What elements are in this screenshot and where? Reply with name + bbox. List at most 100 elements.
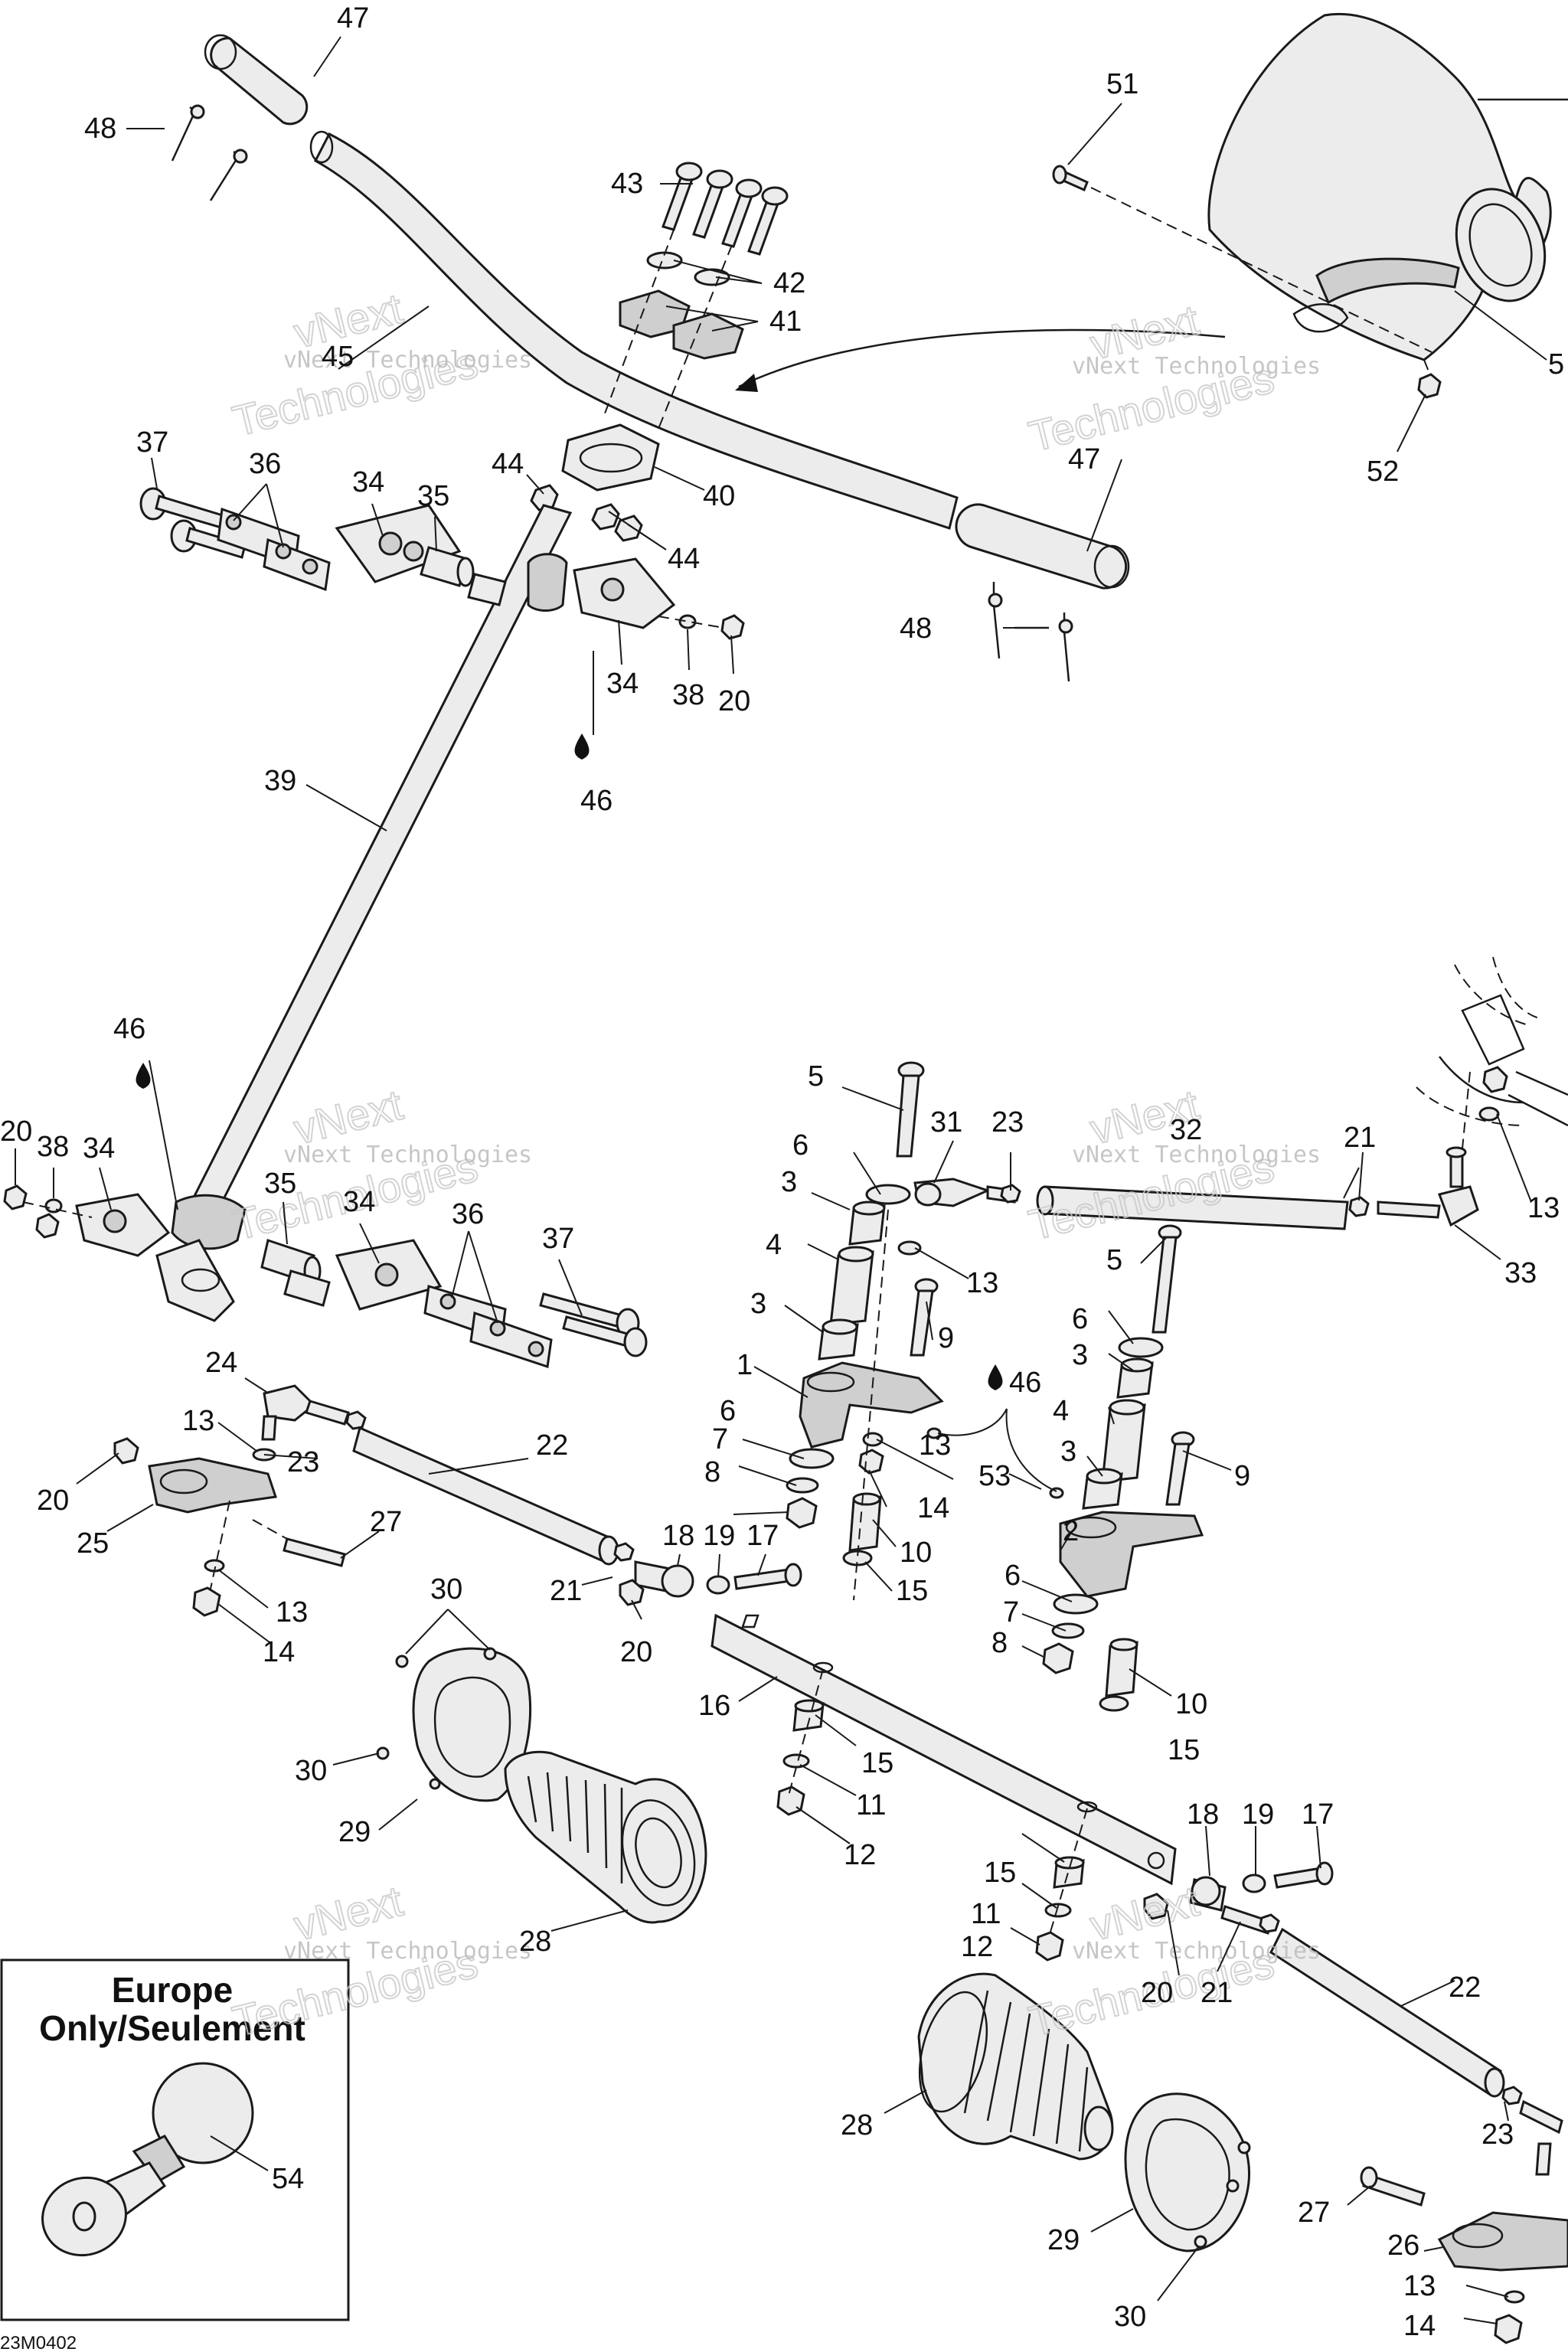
callout-23: 23 [991, 1106, 1024, 1138]
tie-rod-and-crossbar [113, 1384, 1568, 2344]
callout-5: 5 [808, 1060, 824, 1093]
callout-23: 23 [1481, 2118, 1514, 2151]
callout-8: 8 [704, 1456, 720, 1488]
callout-22: 22 [536, 1429, 568, 1462]
callout-35: 35 [417, 480, 449, 512]
cross-bar [710, 1613, 1177, 1886]
callout-24: 24 [205, 1347, 237, 1379]
callout-25: 25 [77, 1527, 109, 1560]
callout-20: 20 [0, 1116, 32, 1148]
callout-38: 38 [37, 1131, 69, 1163]
callout-12: 12 [961, 1931, 993, 1963]
callout-34: 34 [343, 1186, 375, 1218]
callout-45: 45 [322, 341, 354, 373]
callout-7: 7 [712, 1423, 728, 1455]
callout-6: 6 [1072, 1303, 1088, 1335]
callout-34: 34 [83, 1132, 115, 1165]
callout-44: 44 [492, 448, 524, 480]
callout-10: 10 [1175, 1688, 1207, 1720]
lubricant-drop-icon [574, 733, 590, 760]
clamp-bolts [662, 162, 789, 256]
callout-1: 1 [737, 1349, 753, 1381]
handlebar-cover [1052, 13, 1568, 399]
callout-46: 46 [1009, 1367, 1041, 1399]
callout-44: 44 [668, 543, 700, 575]
callout-10: 10 [900, 1537, 932, 1569]
boot-flange-left [412, 1647, 532, 1802]
callout-20: 20 [718, 685, 750, 717]
callout-17: 17 [1302, 1798, 1334, 1831]
callout-18: 18 [1187, 1798, 1219, 1831]
watermarks: vNext Technologies vNext Technologies vN… [227, 283, 1321, 2047]
callout-53: 53 [978, 1460, 1011, 1492]
callout-14: 14 [1403, 2310, 1436, 2342]
right-grip [955, 503, 1128, 590]
callout-27: 27 [370, 1506, 402, 1538]
callout-51: 51 [1106, 68, 1138, 100]
callout-3: 3 [781, 1166, 797, 1198]
lubricant-drop-icon [136, 1063, 151, 1089]
callout-21: 21 [1200, 1977, 1233, 2009]
inset-title-line2: Only/Seulement [39, 2008, 305, 2048]
callout-14: 14 [263, 1636, 295, 1668]
callout-29: 29 [338, 1816, 371, 1848]
callout-33: 33 [1504, 1257, 1537, 1289]
callout-20: 20 [1141, 1977, 1173, 2009]
steering-arm-2 [1059, 1511, 1204, 1598]
callout-34: 34 [606, 668, 639, 700]
lubricant-drop-icon [988, 1364, 1003, 1390]
callout-37: 37 [542, 1223, 574, 1255]
left-pivot-stack [786, 1061, 944, 1601]
callout-8: 8 [991, 1627, 1008, 1659]
svg-text:vNext Technologies: vNext Technologies [1072, 1142, 1321, 1168]
callout-13: 13 [919, 1429, 951, 1462]
callout-18: 18 [662, 1520, 694, 1552]
callout-2: 2 [1063, 1515, 1079, 1547]
callout-30: 30 [295, 1755, 327, 1787]
callout-37: 37 [136, 426, 168, 459]
callout-13: 13 [966, 1267, 998, 1299]
svg-text:vNext Technologies: vNext Technologies [283, 1938, 532, 1965]
callout-7: 7 [1003, 1596, 1019, 1628]
horn-icon [41, 2062, 254, 2257]
lower-support-links [3, 1184, 648, 1368]
boot-left [376, 1647, 707, 1924]
callout-38: 38 [672, 679, 704, 711]
callout-28: 28 [519, 1926, 551, 1958]
callout-4: 4 [766, 1229, 782, 1261]
callout-13: 13 [1403, 2270, 1436, 2302]
callout-36: 36 [452, 1198, 484, 1230]
handlebar-assembly [171, 34, 1226, 682]
callout-40: 40 [703, 480, 735, 512]
callout-21: 21 [550, 1575, 582, 1607]
svg-text:vNext Technologies: vNext Technologies [1072, 1938, 1321, 1965]
callout-13: 13 [276, 1596, 308, 1628]
callout-41: 41 [769, 305, 802, 338]
callout-32: 32 [1170, 1114, 1202, 1146]
leader-lines [15, 36, 1547, 2324]
callout-21: 21 [1344, 1122, 1376, 1154]
callout-27: 27 [1298, 2197, 1330, 2229]
boot-right [917, 1972, 1251, 2252]
drawing-code: 23M0402 [0, 2333, 77, 2352]
callout-11: 11 [856, 1789, 886, 1821]
callout-6: 6 [1004, 1560, 1021, 1592]
callout-3: 3 [750, 1288, 766, 1320]
boot-flange-right [1124, 2092, 1250, 2252]
stem-clamp [561, 423, 660, 492]
callout-42: 42 [773, 267, 805, 299]
europe-only-inset: Europe Only/Seulement [0, 1958, 350, 2321]
svg-text:vNext Technologies: vNext Technologies [1072, 353, 1321, 380]
callout-31: 31 [930, 1106, 962, 1138]
callout-20: 20 [37, 1485, 69, 1517]
callout-16: 16 [698, 1690, 730, 1722]
inset-title-line1: Europe [112, 1970, 233, 2010]
callout-19: 19 [703, 1520, 735, 1552]
callout-17: 17 [746, 1520, 779, 1552]
callout-5-cover: 5 [1548, 348, 1564, 381]
callout-30: 30 [1114, 2301, 1146, 2333]
callout-4: 4 [1053, 1395, 1069, 1427]
callout-43: 43 [611, 168, 643, 200]
